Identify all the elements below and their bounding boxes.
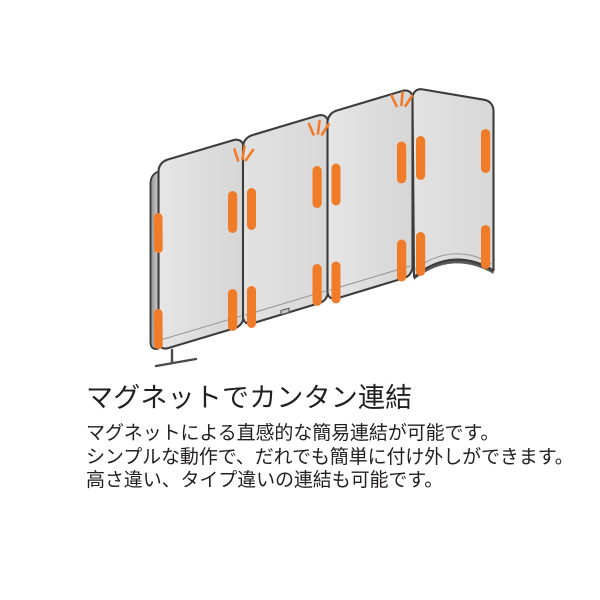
caption-line: シンプルな動作で、だれでも簡単に付け外しができます。 — [86, 446, 574, 468]
magnet-strip — [481, 225, 491, 269]
caption-heading: マグネットでカンタン連結 — [86, 383, 413, 413]
panel-foot-leg — [154, 348, 198, 368]
magnet-strip — [247, 286, 256, 328]
spark-3-icon — [390, 91, 414, 108]
magnet-strip — [331, 163, 341, 206]
magnet-strip — [331, 261, 341, 304]
caption-line: マグネットによる直感的な簡易連結が可能です。 — [86, 423, 500, 444]
magnet-strip — [153, 212, 163, 253]
caption-line: 高さ違い、タイプ違いの連結も可能です。 — [86, 470, 444, 491]
spark-1-icon — [233, 145, 255, 162]
spark-2-icon — [307, 119, 330, 136]
magnet-strip — [312, 166, 322, 208]
panel-3[interactable] — [326, 89, 414, 304]
magnet-strip — [312, 264, 322, 306]
magnet-strip — [416, 136, 426, 180]
partition-panels-diagram — [149, 88, 495, 368]
panel-2[interactable] — [241, 114, 330, 328]
magnet-strip — [228, 191, 238, 233]
magnet-strip — [481, 129, 491, 173]
panel-1[interactable] — [149, 138, 245, 350]
magnet-strip — [416, 232, 426, 276]
caption-block: マグネットでカンタン連結 マグネットによる直感的な簡易連結が可能です。 シンプル… — [0, 380, 600, 493]
panel-4[interactable] — [411, 88, 495, 280]
magnet-strip — [153, 308, 163, 349]
magnet-strip — [397, 141, 407, 184]
caption-body: マグネットによる直感的な簡易連結が可能です。 シンプルな動作で、だれでも簡単に付… — [0, 416, 600, 493]
illustration-container — [149, 88, 495, 368]
magnet-strip — [397, 239, 407, 282]
magnet-strip — [247, 188, 256, 230]
magnet-strip — [228, 289, 238, 331]
